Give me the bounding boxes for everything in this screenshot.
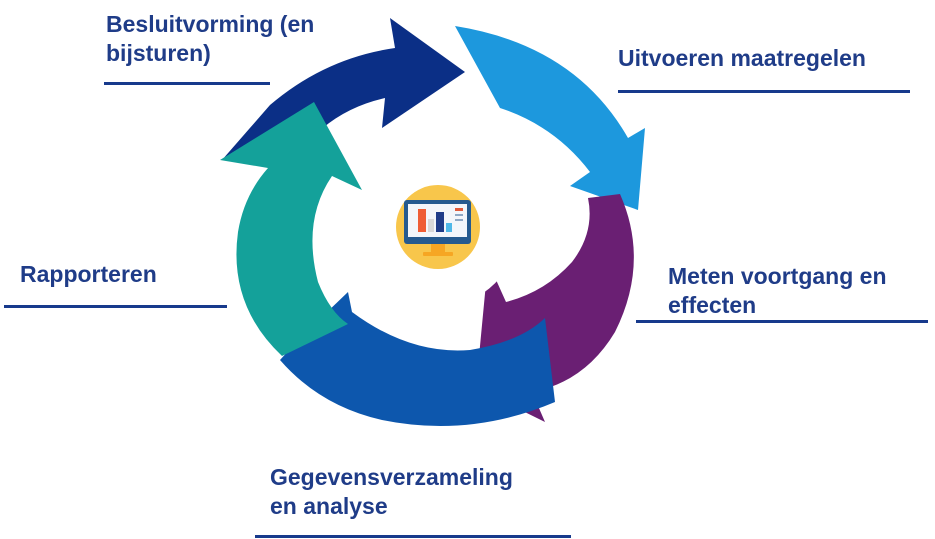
- stage-arrow-uitvoeren: [455, 26, 645, 210]
- stage-underline-rapporteren: [4, 305, 227, 308]
- stage-arrow-gegevens: [280, 292, 555, 426]
- stage-underline-besluitvorming: [104, 82, 270, 85]
- stage-label-meten: Meten voortgang en effecten: [668, 263, 887, 318]
- stage-underline-uitvoeren: [618, 90, 910, 93]
- stage-label-gegevens: Gegevensverzameling en analyse: [270, 464, 513, 519]
- stage-underline-meten: [636, 320, 928, 323]
- stage-label-uitvoeren: Uitvoeren maatregelen: [618, 45, 866, 71]
- stage-underline-gegevens: [255, 535, 571, 538]
- dashboard-monitor-icon: [396, 185, 480, 269]
- stage-label-rapporteren: Rapporteren: [20, 261, 157, 287]
- stage-arrow-rapporteren: [220, 102, 362, 356]
- stage-label-besluitvorming: Besluitvorming (en bijsturen): [106, 11, 315, 66]
